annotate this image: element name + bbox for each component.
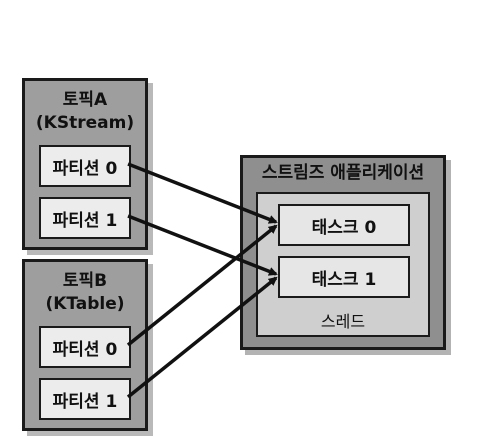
thread-label: 스레드 — [320, 312, 366, 331]
topic-b-partition-1: 파티션 1 — [39, 378, 131, 420]
topic-b-box: 토픽B (KTable) 파티션 0 파티션 1 — [22, 259, 148, 431]
streams-app-box: 스트림즈 애플리케이션 태스크 0 태스크 1 스레드 — [240, 155, 446, 350]
topic-a-partition-0: 파티션 0 — [39, 145, 131, 187]
task-1: 태스크 1 — [278, 256, 410, 298]
topic-a-subtitle: (KStream) — [35, 113, 135, 133]
topic-a-title: 토픽A — [62, 90, 108, 110]
topic-b-title: 토픽B — [62, 271, 108, 291]
topic-b-partition-0: 파티션 0 — [39, 326, 131, 368]
streams-app-title: 스트림즈 애플리케이션 — [261, 163, 425, 183]
topic-b-subtitle: (KTable) — [45, 294, 125, 314]
thread-box: 태스크 0 태스크 1 스레드 — [256, 192, 430, 337]
task-0: 태스크 0 — [278, 204, 410, 246]
topic-a-partition-1: 파티션 1 — [39, 197, 131, 239]
topic-a-box: 토픽A (KStream) 파티션 0 파티션 1 — [22, 78, 148, 250]
